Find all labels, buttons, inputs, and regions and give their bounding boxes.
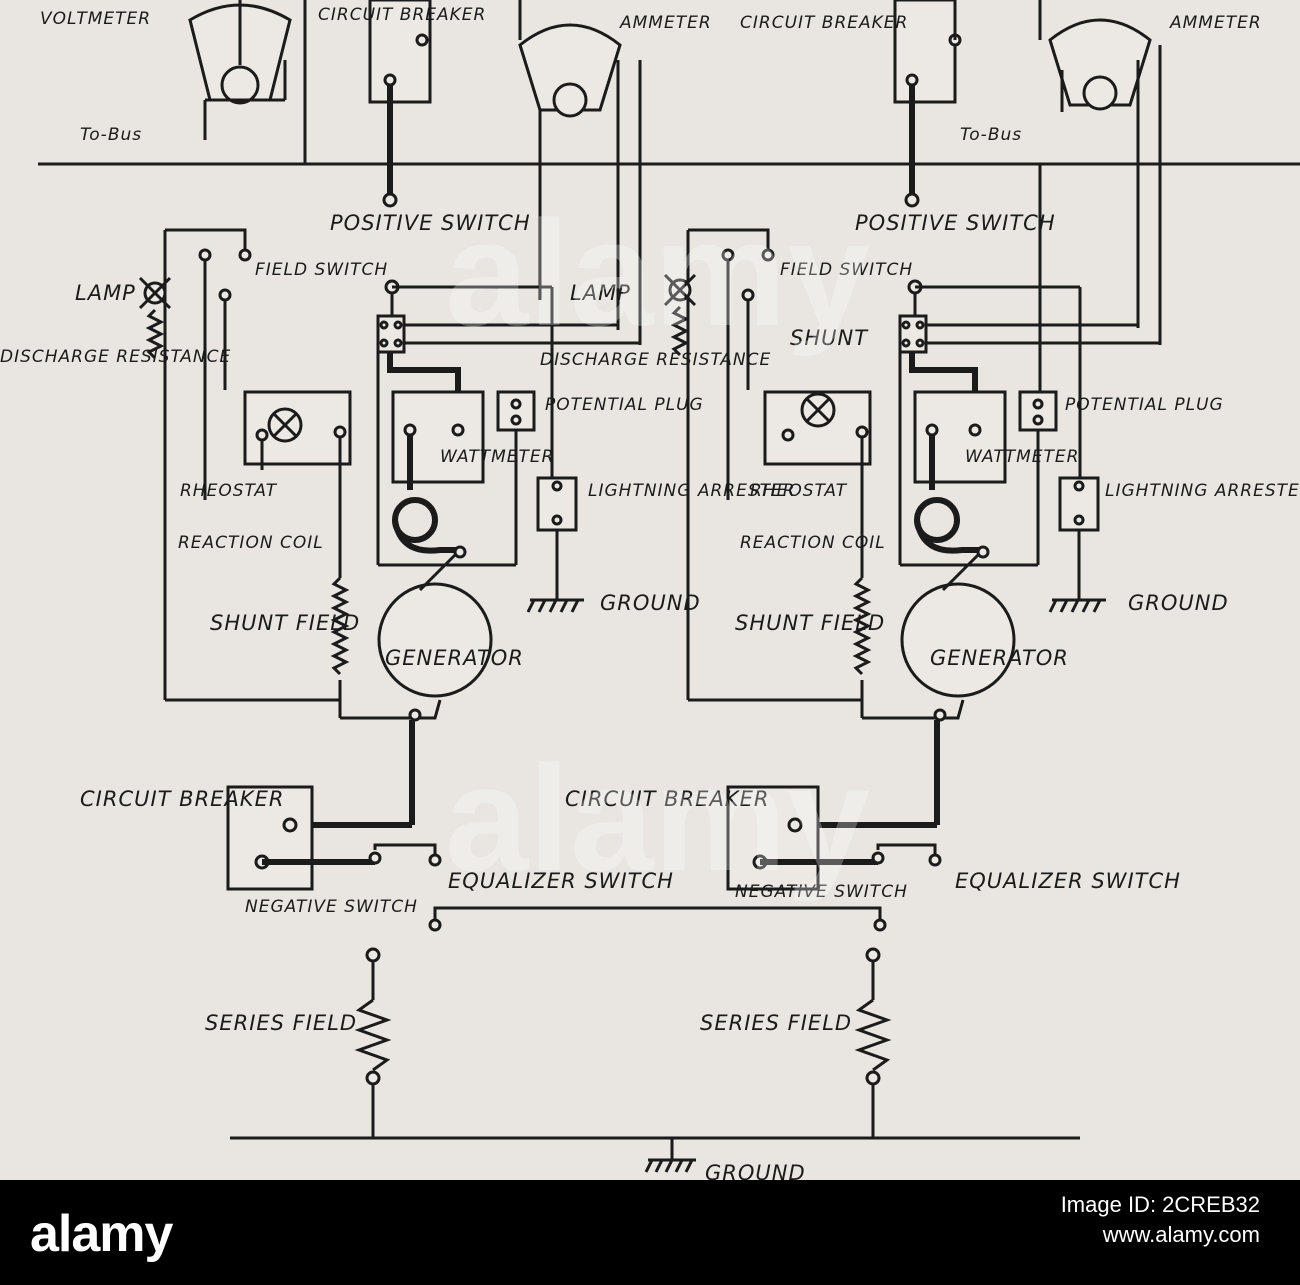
circuit-breaker-low-right: [726, 785, 820, 891]
label-lamp-left: LAMP: [75, 281, 136, 305]
lamp-left-icon: [138, 276, 172, 310]
watermark-top: alamy: [445, 189, 870, 357]
label-circuit-breaker-top-left: CIRCUIT BREAKER: [318, 5, 486, 25]
reaction-coil-right: [914, 497, 982, 554]
circuit-breaker-low-left: [226, 785, 314, 891]
circuit-breaker-top-right: [893, 0, 957, 104]
generator-right: [900, 582, 1016, 698]
label-field-switch-right: FIELD SWITCH: [780, 260, 913, 280]
series-field-left: [354, 998, 392, 1072]
wattmeter-left: [391, 390, 485, 484]
label-to-bus-right: To-Bus: [960, 125, 1022, 145]
footer-logo[interactable]: alamy: [30, 1205, 173, 1263]
label-reaction-coil-left: REACTION COIL: [178, 533, 324, 553]
label-positive-switch-right: POSITIVE SWITCH: [855, 211, 1056, 235]
ground-symbol-bottom: [644, 1158, 696, 1173]
site-url[interactable]: www.alamy.com: [1102, 1222, 1260, 1247]
label-shunt-field-left: SHUNT FIELD: [210, 611, 360, 635]
image-id: Image ID: 2CREB32: [1060, 1192, 1260, 1217]
watermark-bottom: alamy: [445, 734, 870, 902]
label-lamp-right: LAMP: [570, 281, 631, 305]
label-series-field-left: SERIES FIELD: [205, 1011, 357, 1035]
label-ground-right: GROUND: [1128, 591, 1229, 615]
generator-left: [377, 582, 493, 698]
left-unit: [138, 0, 882, 1138]
label-equalizer-switch-right: EQUALIZER SWITCH: [955, 869, 1181, 893]
label-potential-plug-right: POTENTIAL PLUG: [1065, 395, 1224, 415]
label-to-bus-left: To-Bus: [80, 125, 142, 145]
label-discharge-resistance-mid: DISCHARGE RESISTANCE: [540, 350, 771, 370]
label-circuit-breaker-low-left: CIRCUIT BREAKER: [80, 787, 284, 811]
label-circuit-breaker-top-right: CIRCUIT BREAKER: [740, 13, 908, 33]
label-reaction-coil-right: REACTION COIL: [740, 533, 886, 553]
label-shunt: SHUNT: [790, 326, 869, 350]
label-voltmeter: VOLTMETER: [40, 9, 151, 29]
shunt-field-right: [852, 576, 872, 676]
lamp-right-icon: [663, 273, 697, 307]
right-unit: [663, 0, 1162, 1138]
label-series-field-right: SERIES FIELD: [700, 1011, 852, 1035]
shunt-field-left: [330, 576, 350, 676]
circuit-breaker-top-left: [368, 0, 432, 104]
label-generator-right: GENERATOR: [930, 646, 1069, 670]
reaction-coil-left: [392, 497, 462, 554]
label-generator-left: GENERATOR: [385, 646, 524, 670]
label-positive-switch-left: POSITIVE SWITCH: [330, 211, 531, 235]
label-ammeter-left: AMMETER: [619, 13, 712, 33]
label-lightning-arrester-right: LIGHTNING ARRESTER: [1105, 481, 1300, 501]
ammeter-right: [1048, 18, 1152, 107]
label-field-switch-left: FIELD SWITCH: [255, 260, 388, 280]
series-field-right: [854, 998, 892, 1072]
label-wattmeter-left: WATTMETER: [440, 447, 554, 467]
stock-footer: alamy Image ID: 2CREB32 www.alamy.com: [0, 1180, 1300, 1285]
label-ground-bottom: GROUND: [705, 1161, 806, 1180]
label-negative-switch-right: NEGATIVE SWITCH: [735, 882, 908, 902]
label-circuit-breaker-low-right: CIRCUIT BREAKER: [565, 787, 769, 811]
label-discharge-resistance-left: DISCHARGE RESISTANCE: [0, 347, 231, 367]
label-ammeter-right: AMMETER: [1169, 13, 1262, 33]
wattmeter-right: [913, 390, 1007, 484]
label-equalizer-switch-left: EQUALIZER SWITCH: [448, 869, 674, 893]
ground-symbol-left: [526, 598, 584, 613]
label-rheostat-left: RHEOSTAT: [180, 481, 278, 501]
label-potential-plug-left: POTENTIAL PLUG: [545, 395, 704, 415]
discharge-resistance-right: [670, 305, 690, 357]
ground-symbol-right: [1048, 598, 1106, 613]
label-rheostat-right: RHEOSTAT: [750, 481, 848, 501]
label-ground-mid: GROUND: [600, 591, 701, 615]
label-negative-switch-left: NEGATIVE SWITCH: [245, 897, 418, 917]
footer-info: Image ID: 2CREB32 www.alamy.com: [1061, 1190, 1260, 1250]
label-wattmeter-right: WATTMETER: [965, 447, 1079, 467]
discharge-resistance-left: [145, 308, 165, 360]
ammeter-left: [518, 23, 622, 112]
wiring-diagram: VOLTMETER CIRCUIT BREAKER AMMETER CIRCUI…: [0, 0, 1300, 1180]
label-shunt-field-right: SHUNT FIELD: [735, 611, 885, 635]
label-lightning-arrester-left: LIGHTNING ARRESTER: [588, 481, 796, 501]
